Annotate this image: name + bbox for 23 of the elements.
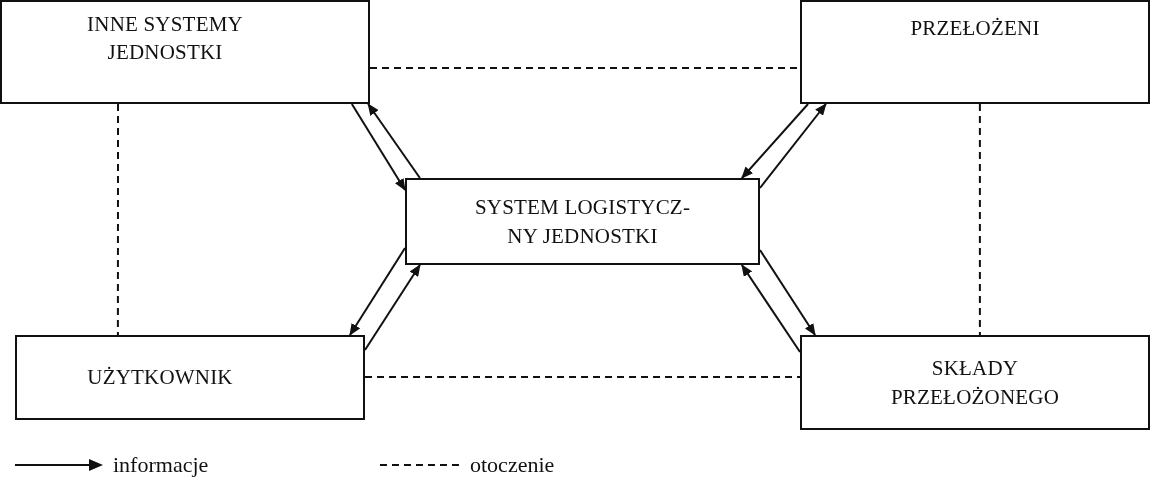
- dashed-line: [116, 103, 120, 336]
- box-label: SKŁADY PRZEŁOŻONEGO: [889, 355, 1061, 411]
- arrow: [367, 103, 421, 179]
- arrow: [350, 103, 406, 191]
- box-label: INNE SYSTEMY JEDNOSTKI: [86, 11, 244, 67]
- process-box: [0, 0, 370, 104]
- legend-label: informacje: [113, 452, 209, 478]
- dashed-line: [364, 376, 801, 378]
- process-box: [405, 178, 760, 265]
- box-label: SYSTEM LOGISTYCZ- NY JEDNOSTKI: [473, 194, 692, 250]
- arrow: [740, 103, 810, 179]
- process-box: [800, 335, 1150, 430]
- arrow: [348, 247, 406, 336]
- arrow: [759, 249, 817, 336]
- process-box: [15, 335, 365, 420]
- arrow: [759, 103, 827, 189]
- process-box: [800, 0, 1150, 104]
- arrow: [740, 264, 801, 353]
- legend-label: otoczenie: [470, 452, 555, 478]
- box-label: PRZEŁOŻENI: [910, 15, 1040, 42]
- dashed-line: [978, 103, 981, 336]
- arrow: [364, 264, 421, 351]
- box-label: UŻYTKOWNIK: [87, 364, 233, 392]
